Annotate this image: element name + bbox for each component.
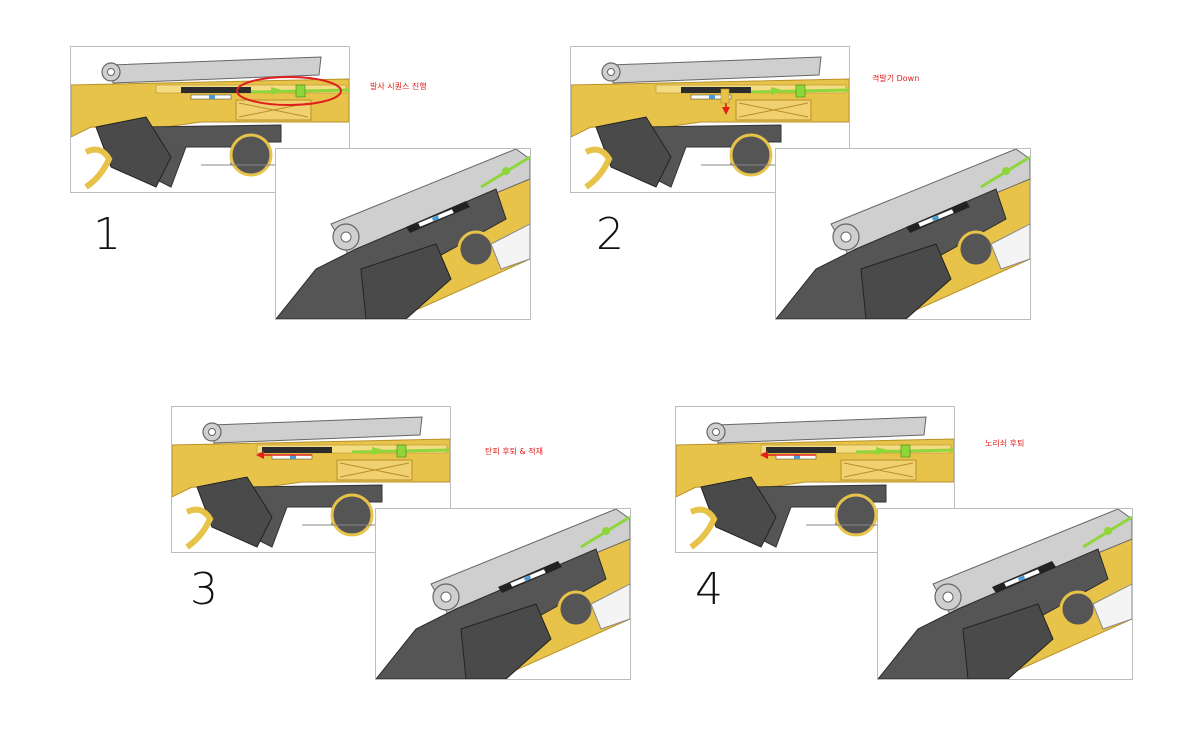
step-2-isometric-view — [775, 148, 1031, 320]
step-3-number: 3 — [190, 564, 218, 615]
step-4-caption: 노리쇠 후퇴 — [985, 439, 1025, 448]
step-1-caption: 발사 시퀀스 진행 — [370, 82, 427, 91]
step-2-caption: 격발기 Down — [872, 74, 920, 83]
step-3-isometric-view — [375, 508, 631, 680]
step-1-number: 1 — [93, 209, 121, 260]
step-1-side-view — [70, 46, 350, 193]
step-3-caption: 탄피 후퇴 & 적재 — [485, 447, 544, 456]
step-1-isometric-view — [275, 148, 531, 320]
step-4-number: 4 — [695, 564, 723, 615]
step-4-isometric-view — [877, 508, 1133, 680]
step-2-number: 2 — [596, 209, 624, 260]
